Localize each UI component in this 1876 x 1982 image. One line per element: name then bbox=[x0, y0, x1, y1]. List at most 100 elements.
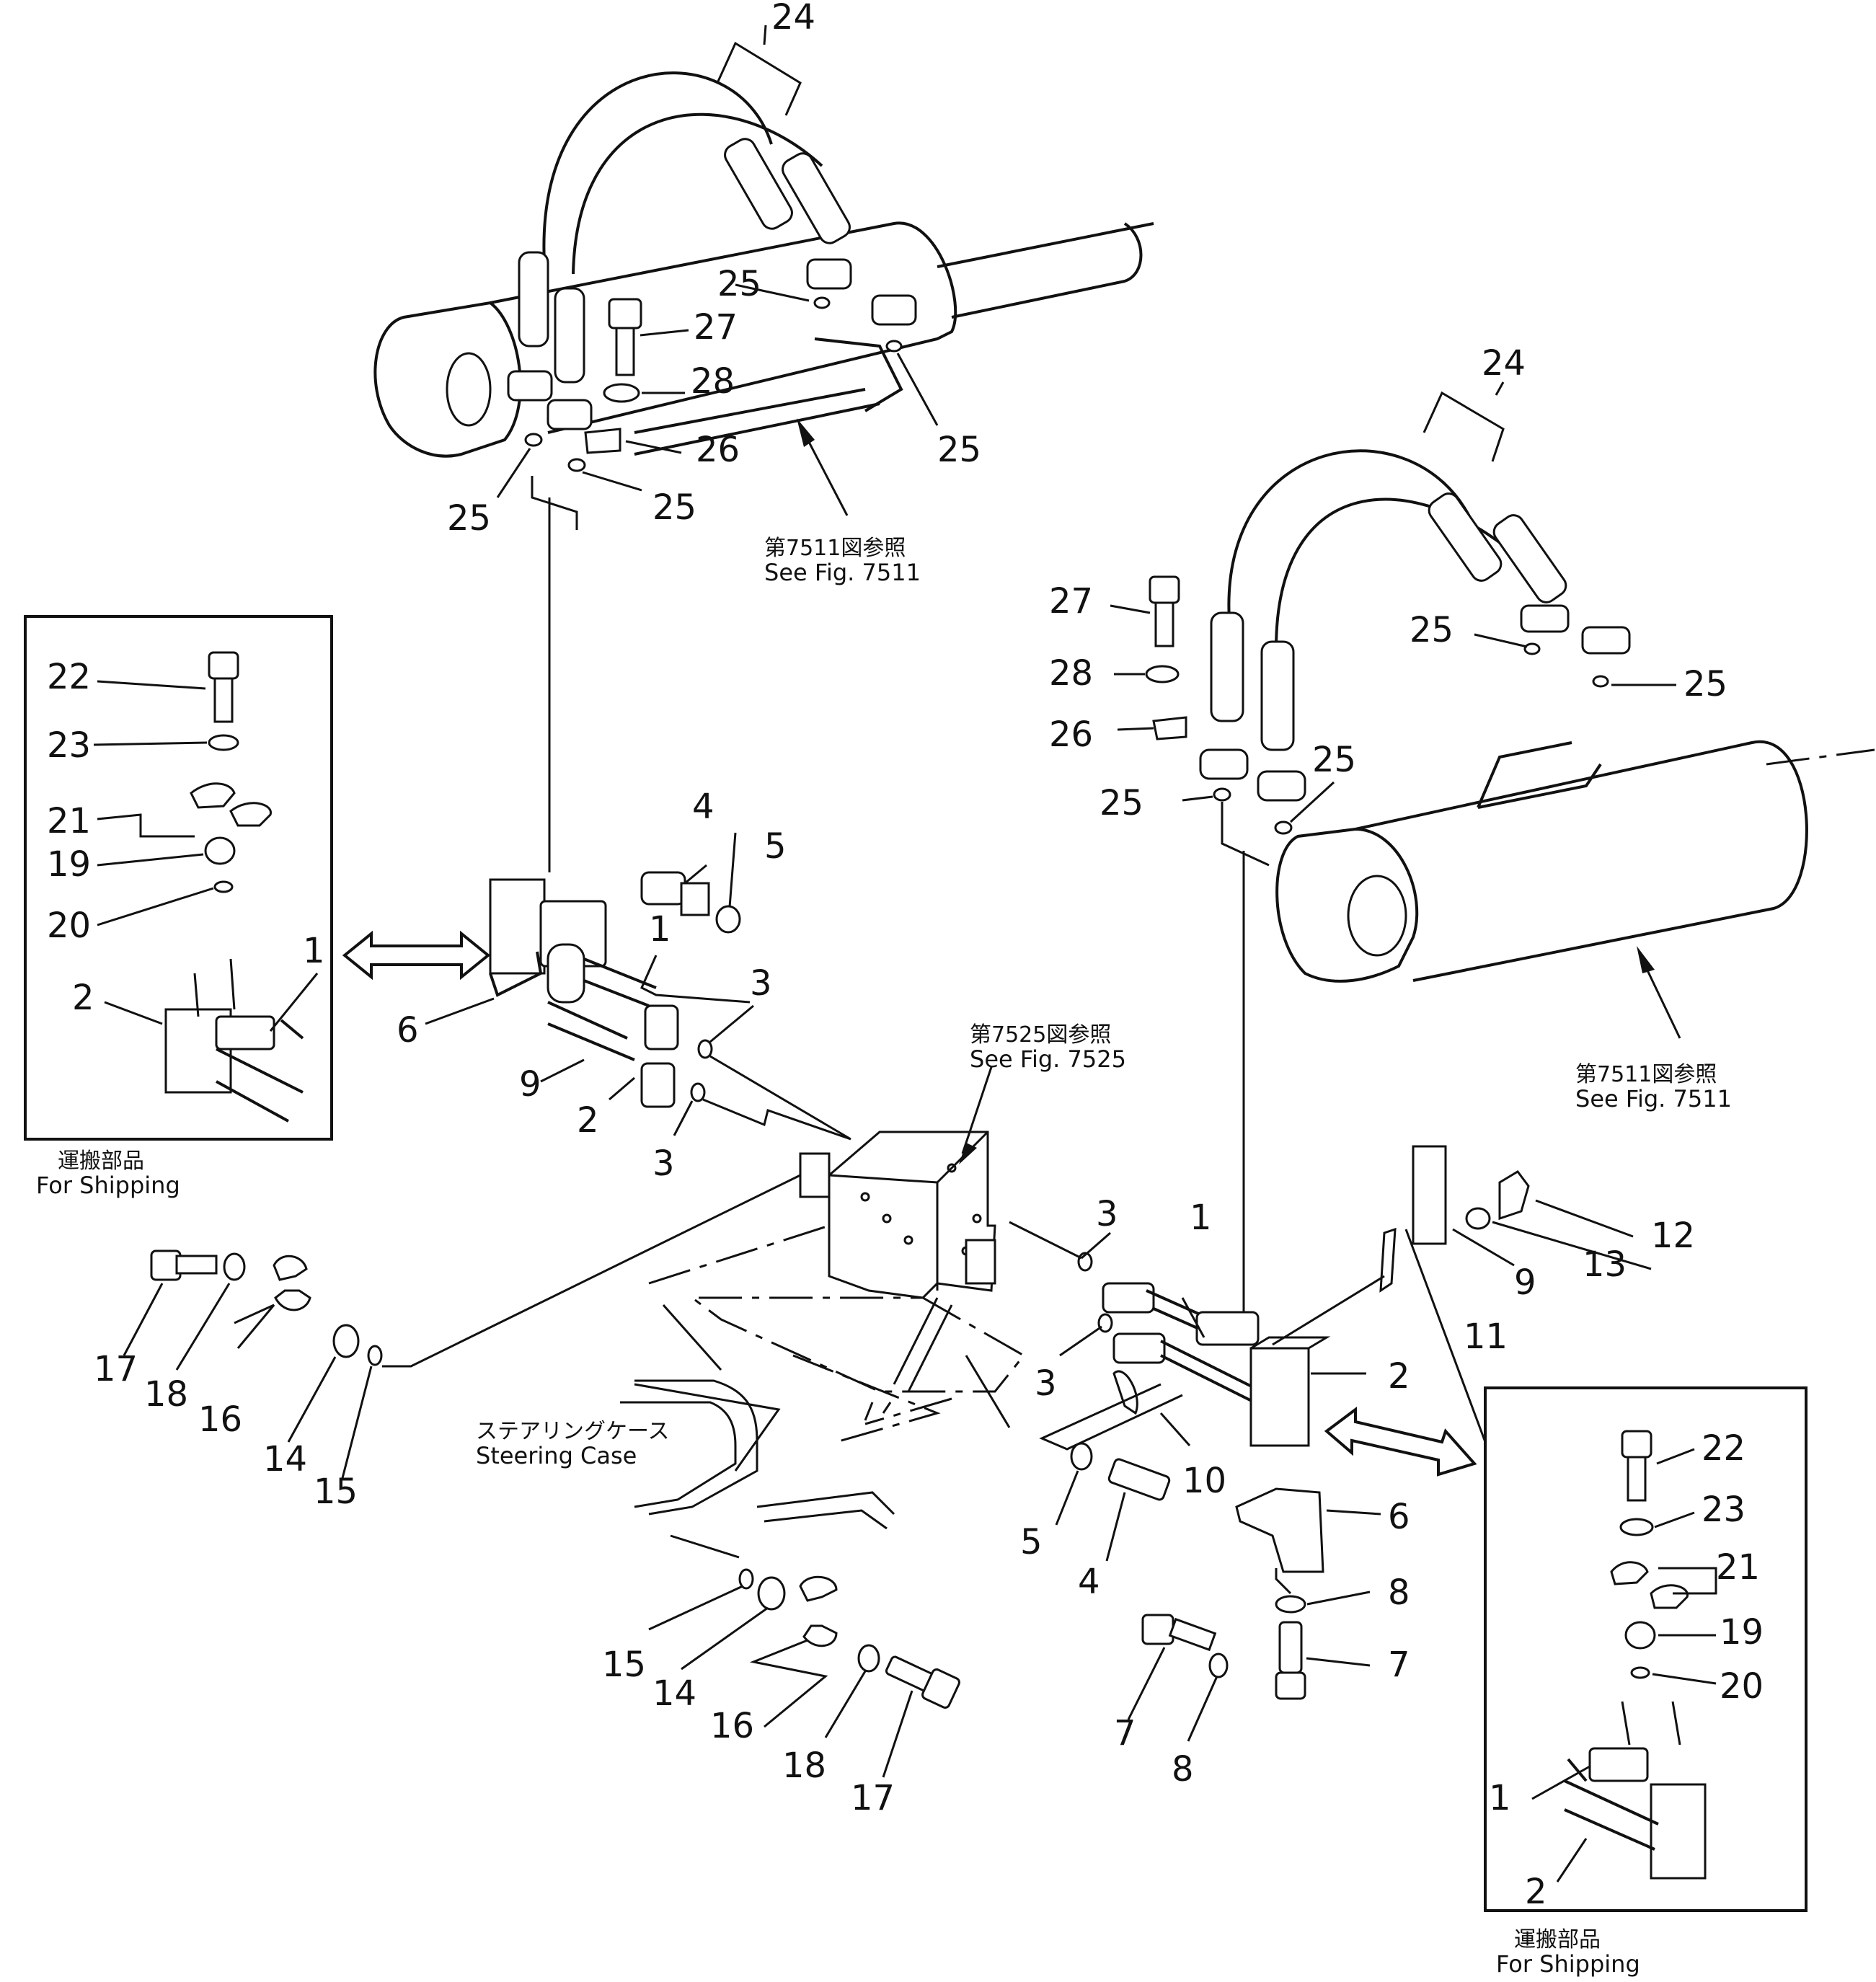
callout-numbers: 24 25 27 28 26 25 25 25 24 27 28 26 25 2… bbox=[47, 0, 1764, 1912]
block-2-right-inset bbox=[1650, 1783, 1707, 1880]
steering-case-curve-2 bbox=[620, 1401, 737, 1508]
flange-4 bbox=[871, 294, 917, 326]
double-arrow-left bbox=[342, 930, 491, 981]
cylinder-rod bbox=[937, 222, 1154, 319]
callout-25-top-c: 25 bbox=[447, 498, 491, 539]
steering-case-curve-1 bbox=[634, 1379, 758, 1516]
callout-9-right: 9 bbox=[1514, 1262, 1536, 1303]
callout-18-left: 18 bbox=[144, 1374, 188, 1415]
callout-25-right-a: 25 bbox=[1410, 610, 1454, 650]
callout-1-left: 1 bbox=[649, 909, 671, 950]
callout-20-left: 20 bbox=[47, 906, 91, 946]
callout-3-right-b: 3 bbox=[1035, 1363, 1057, 1404]
callout-2-right: 2 bbox=[1388, 1356, 1410, 1397]
flange-3 bbox=[806, 258, 852, 290]
steering-case-outline bbox=[648, 1224, 1026, 1393]
cylinder-head bbox=[373, 301, 522, 458]
callout-23-right: 23 bbox=[1702, 1490, 1746, 1530]
steering-case-en: Steering Case bbox=[476, 1442, 637, 1469]
cylinder-body-right bbox=[1355, 740, 1808, 982]
shipping-right-en: For Shipping bbox=[1496, 1950, 1640, 1978]
ref-7511-right-en: See Fig. 7511 bbox=[1575, 1085, 1732, 1112]
callout-22-right: 22 bbox=[1702, 1428, 1746, 1469]
flange-2 bbox=[547, 399, 593, 430]
callout-16-bottom: 16 bbox=[710, 1706, 754, 1746]
callout-27-top: 27 bbox=[694, 307, 738, 348]
cylinder-bore-right bbox=[1347, 875, 1407, 957]
callout-9-left: 9 bbox=[519, 1064, 541, 1105]
hose-sleeve-1 bbox=[518, 251, 549, 348]
callout-5-right: 5 bbox=[1020, 1522, 1043, 1562]
cylinder-head-right bbox=[1275, 827, 1419, 983]
callout-26-right: 26 bbox=[1049, 715, 1093, 755]
callout-13: 13 bbox=[1583, 1244, 1627, 1285]
tube-assembly-right bbox=[1477, 741, 1602, 809]
valve-body bbox=[828, 1131, 996, 1299]
callout-25-right-c: 25 bbox=[1100, 783, 1143, 823]
callout-4-left: 4 bbox=[692, 787, 714, 827]
bolt-27-shank bbox=[615, 327, 635, 376]
hose-arc-outer bbox=[542, 71, 773, 264]
callout-28-right: 28 bbox=[1049, 653, 1093, 694]
callout-16-left: 16 bbox=[198, 1399, 242, 1440]
hose-arc-inner bbox=[572, 112, 823, 275]
shipping-left-en: For Shipping bbox=[36, 1172, 180, 1199]
callout-3-right-a: 3 bbox=[1096, 1194, 1118, 1234]
callout-6-left: 6 bbox=[397, 1010, 419, 1050]
left-shipping-inset bbox=[24, 615, 333, 1141]
hose-sleeve-2 bbox=[554, 287, 585, 384]
callout-14-bottom: 14 bbox=[652, 1673, 696, 1714]
hose-sleeve-3 bbox=[724, 138, 793, 230]
bottom-center-parts bbox=[648, 1568, 960, 1778]
ref-7525-en: See Fig. 7525 bbox=[970, 1045, 1126, 1073]
bottom-right-parts bbox=[1127, 1487, 1381, 1742]
callout-18-bottom: 18 bbox=[782, 1746, 826, 1786]
tube-assembly bbox=[634, 337, 903, 456]
bracket-24-top bbox=[716, 41, 802, 116]
callout-23-left: 23 bbox=[47, 725, 91, 766]
callout-5-left: 5 bbox=[764, 826, 787, 867]
callout-21-left: 21 bbox=[47, 801, 91, 841]
callout-3-left-b: 3 bbox=[652, 1143, 675, 1184]
center-left-blocks bbox=[342, 832, 851, 1141]
o-ring-25-b bbox=[885, 340, 903, 353]
callout-25-top-d: 25 bbox=[652, 487, 696, 528]
callout-10: 10 bbox=[1182, 1461, 1226, 1501]
shipping-right-jp: 運搬部品 bbox=[1514, 1927, 1601, 1952]
inset-frame-left bbox=[24, 615, 333, 1141]
cylinder-bore bbox=[446, 352, 492, 427]
callout-25-right-b: 25 bbox=[1683, 664, 1727, 704]
callout-19-left: 19 bbox=[47, 844, 91, 885]
callout-3-left-a: 3 bbox=[750, 963, 772, 1004]
callout-7-right-b: 7 bbox=[1114, 1713, 1136, 1753]
callout-1-left-inset: 1 bbox=[303, 931, 325, 971]
callout-4-right: 4 bbox=[1078, 1562, 1100, 1602]
callout-17-bottom: 17 bbox=[851, 1778, 895, 1818]
block-1-left-inset bbox=[215, 1015, 275, 1050]
hose-arc-right-outer bbox=[1227, 449, 1472, 621]
callout-24-top: 24 bbox=[771, 0, 815, 37]
bolt-27-head bbox=[608, 298, 642, 329]
callout-20-right: 20 bbox=[1720, 1666, 1764, 1707]
center-valve bbox=[620, 1066, 1026, 1559]
callout-27-right: 27 bbox=[1049, 581, 1093, 621]
callout-15-left: 15 bbox=[314, 1472, 358, 1512]
small-parts-left bbox=[123, 1174, 801, 1479]
callout-19-right: 19 bbox=[1720, 1612, 1764, 1653]
washer-28 bbox=[603, 383, 640, 403]
block-6-left bbox=[489, 878, 546, 975]
callout-7-right-a: 7 bbox=[1388, 1645, 1410, 1685]
callout-1-right-inset: 1 bbox=[1489, 1778, 1511, 1818]
cylinder-body bbox=[490, 221, 957, 434]
callout-2-right-inset: 2 bbox=[1525, 1872, 1547, 1912]
top-cylinder-assembly bbox=[373, 25, 1154, 872]
callout-28-top: 28 bbox=[691, 361, 735, 402]
callout-1-right: 1 bbox=[1190, 1198, 1212, 1238]
callout-2-left-inset: 2 bbox=[72, 978, 94, 1018]
callout-26-top: 26 bbox=[696, 430, 740, 470]
callout-24-right: 24 bbox=[1482, 343, 1526, 384]
callout-14-left: 14 bbox=[263, 1439, 307, 1479]
right-shipping-inset bbox=[1484, 1386, 1808, 1912]
flange-1 bbox=[507, 370, 553, 402]
